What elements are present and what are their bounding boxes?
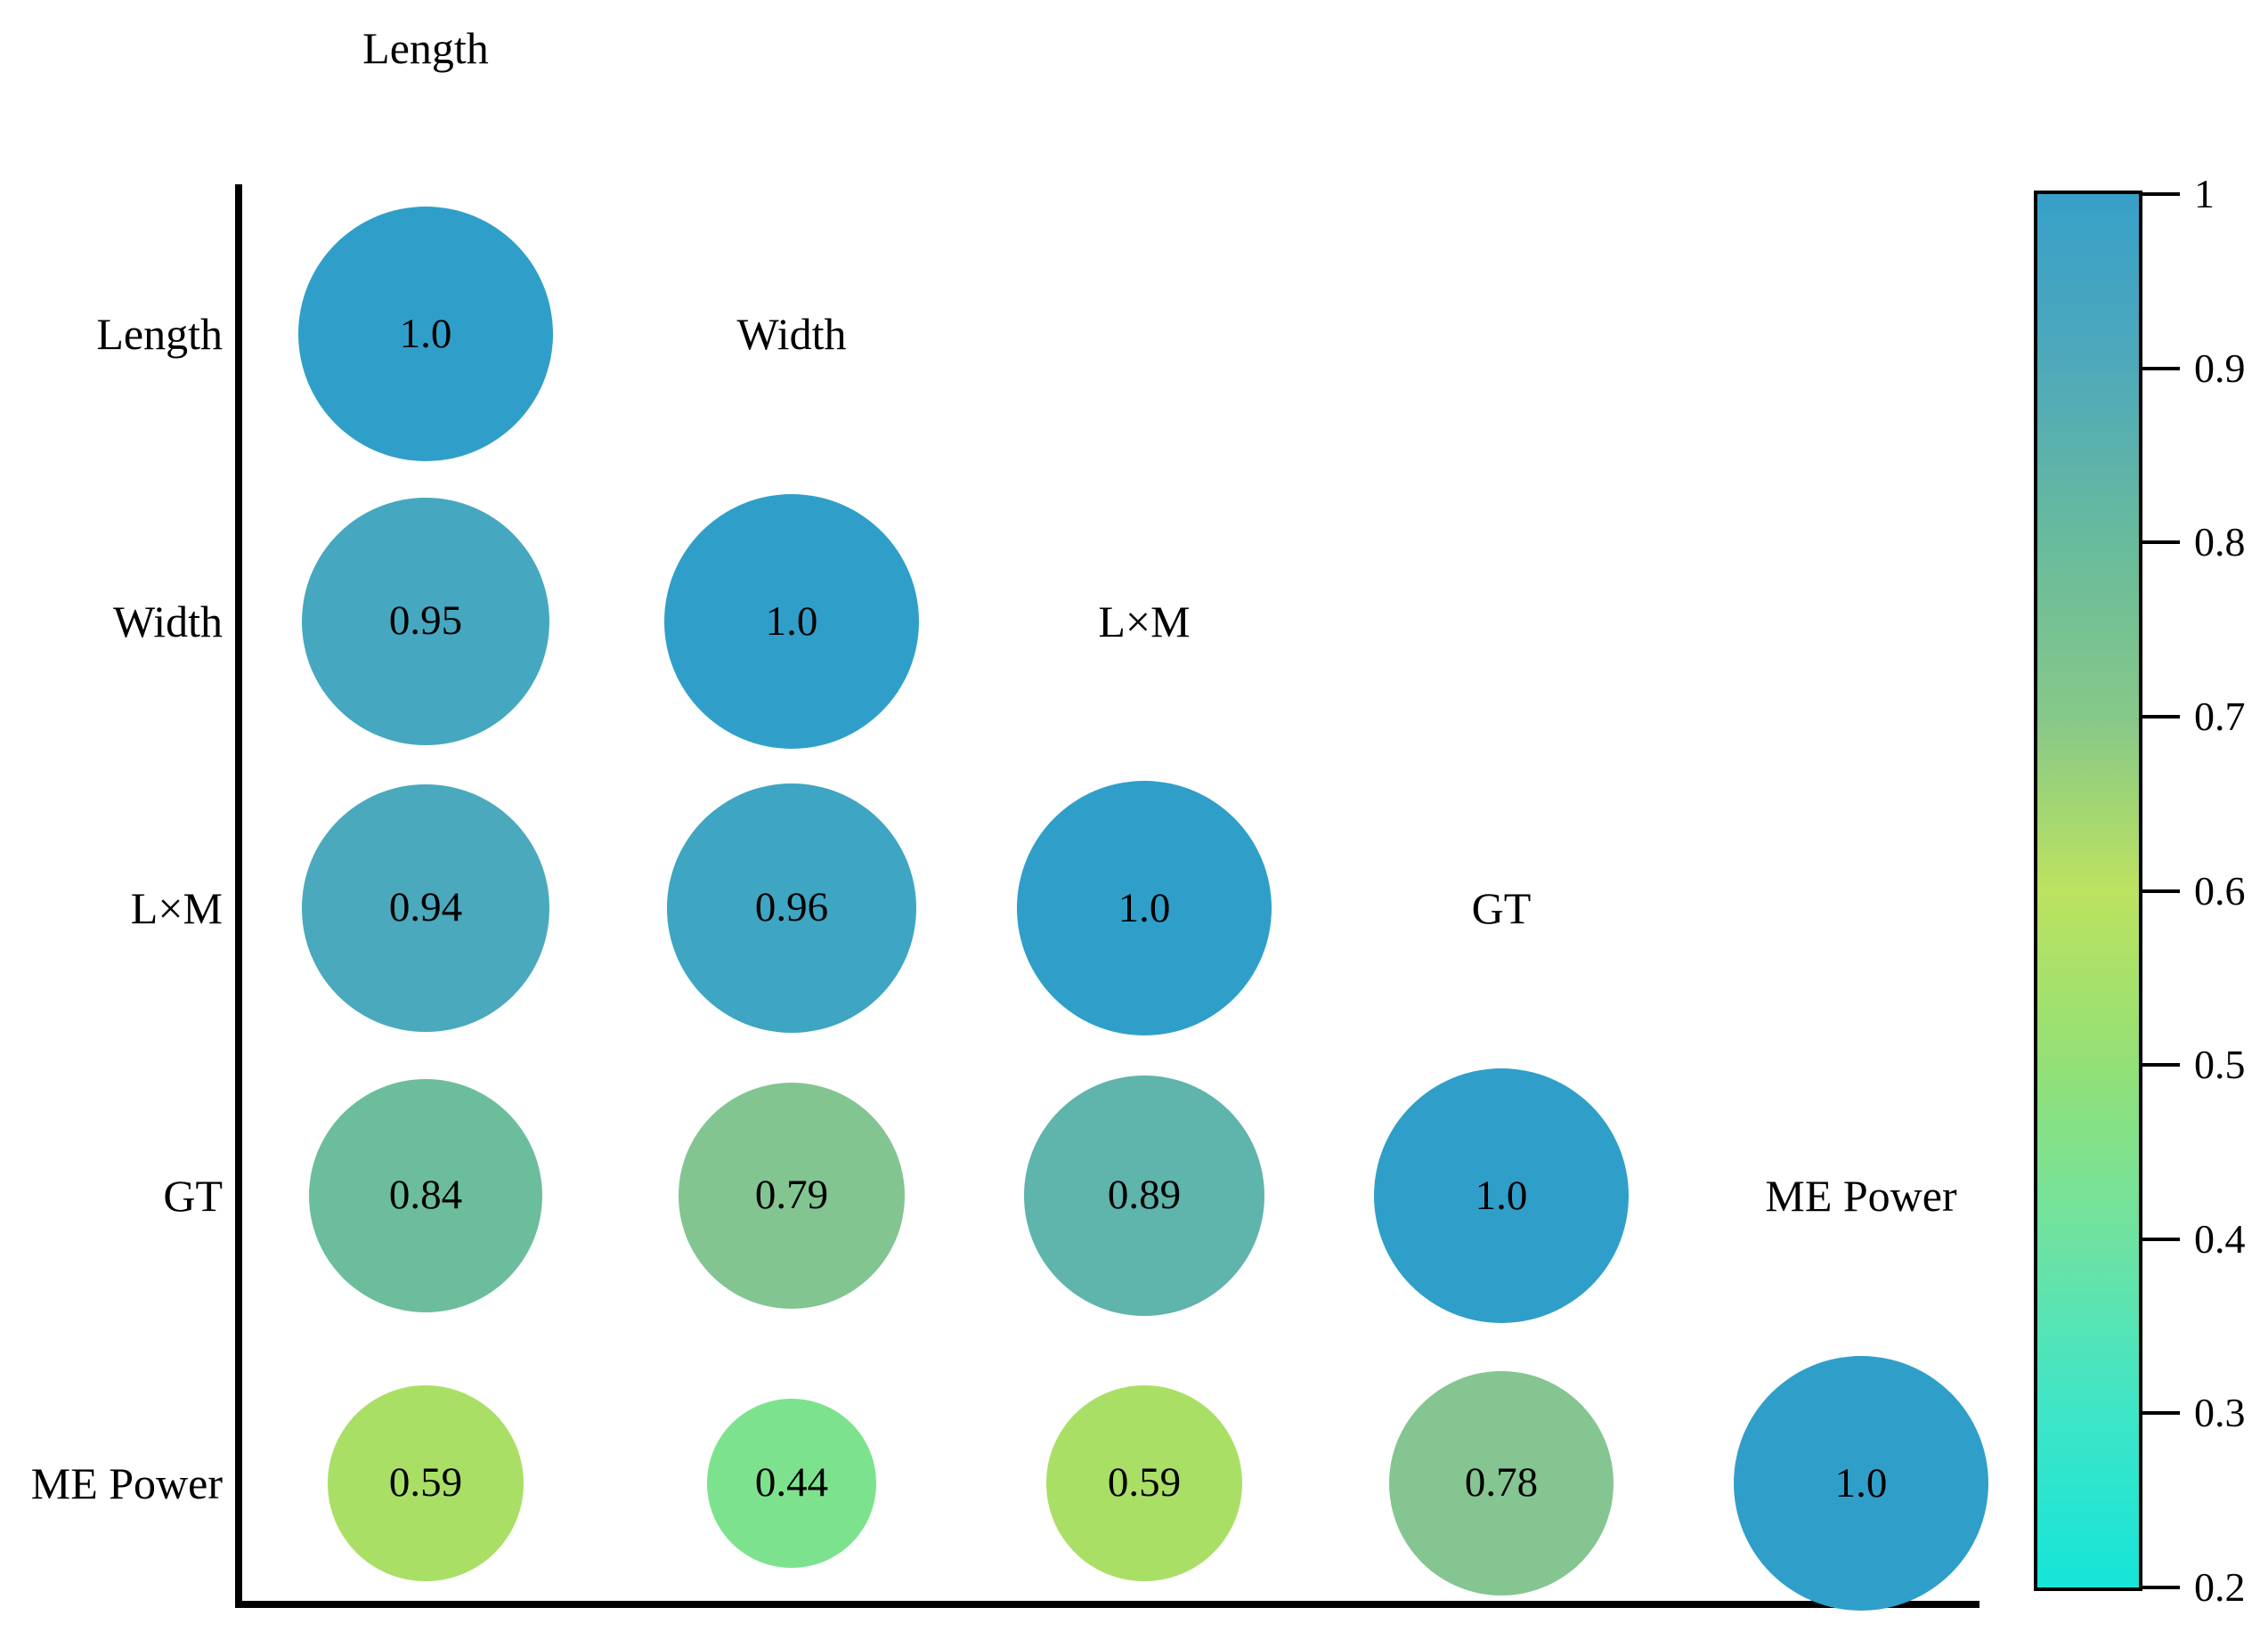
bubble-value: 1.0 [765, 597, 818, 645]
colorbar-tick [2139, 1586, 2180, 1589]
row-label-GT: GT [163, 1171, 223, 1221]
bubble-value: 0.84 [388, 1172, 463, 1219]
bubble-ME Power-L×M: 0.59 [1046, 1385, 1242, 1581]
colorbar-tick-label: 0.8 [2194, 519, 2246, 565]
colorbar-tick [2139, 714, 2180, 719]
row-label-L×M: L×M [130, 883, 223, 933]
colorbar-tick [2139, 889, 2180, 893]
colorbar-tick [2139, 540, 2180, 545]
bubble-value: 0.79 [754, 1172, 829, 1219]
bubble-Length-Length: 1.0 [298, 207, 553, 461]
bubble-ME Power-Length: 0.59 [328, 1385, 524, 1581]
colorbar-tick-label: 0.6 [2194, 867, 2246, 913]
bubble-L×M-L×M: 1.0 [1017, 781, 1272, 1035]
row-label-Length: Length [96, 309, 223, 359]
bubble-value: 0.59 [1107, 1459, 1182, 1506]
colorbar-tick [2139, 1063, 2180, 1068]
colorbar-tick-label: 0.4 [2194, 1215, 2246, 1262]
row-label-ME Power: ME Power [30, 1458, 223, 1508]
bubble-GT-GT: 1.0 [1374, 1068, 1629, 1323]
bubble-value: 0.44 [754, 1459, 829, 1506]
colorbar-tick-label: 0.3 [2194, 1390, 2246, 1436]
colorbar-tick-label: 0.5 [2194, 1042, 2246, 1088]
bubble-L×M-Width: 0.96 [666, 783, 917, 1034]
y-axis-line [235, 184, 242, 1608]
bubble-ME Power-ME Power: 1.0 [1734, 1356, 1988, 1611]
x-axis-line [235, 1601, 1979, 1608]
bubble-value: 1.0 [399, 310, 452, 357]
column-label-L×M: L×M [1098, 597, 1191, 646]
bubble-Width-Length: 0.95 [301, 497, 550, 746]
bubble-value: 1.0 [1834, 1459, 1888, 1506]
colorbar-tick [2139, 1411, 2180, 1416]
bubble-value: 0.59 [388, 1459, 463, 1506]
bubble-value: 0.95 [388, 597, 463, 645]
bubble-value: 0.96 [754, 884, 829, 931]
colorbar-tick [2139, 1237, 2180, 1241]
colorbar-tick [2139, 366, 2180, 370]
bubble-GT-Width: 0.79 [678, 1082, 906, 1310]
bubble-value: 0.94 [388, 884, 463, 931]
bubble-L×M-Length: 0.94 [302, 784, 549, 1032]
bubble-value: 0.89 [1107, 1172, 1182, 1219]
bubble-value: 1.0 [1118, 884, 1171, 931]
colorbar-tick [2139, 192, 2180, 196]
bubble-Width-Width: 1.0 [664, 494, 919, 749]
bubble-GT-L×M: 0.89 [1024, 1076, 1264, 1316]
colorbar-tick-label: 0.2 [2194, 1564, 2246, 1610]
row-label-Width: Width [113, 597, 223, 646]
bubble-value: 1.0 [1475, 1172, 1528, 1219]
column-label-ME Power: ME Power [1765, 1171, 1957, 1221]
bubble-value: 0.78 [1464, 1459, 1539, 1506]
colorbar-tick-label: 1 [2194, 171, 2215, 216]
bubble-ME Power-GT: 0.78 [1388, 1370, 1614, 1596]
bubble-ME Power-Width: 0.44 [707, 1399, 876, 1568]
column-label-Width: Width [736, 309, 847, 359]
column-label-Length: Length [362, 23, 489, 73]
column-label-GT: GT [1471, 883, 1532, 933]
colorbar [2034, 191, 2142, 1591]
colorbar-tick-label: 0.9 [2194, 345, 2246, 391]
colorbar-tick-label: 0.7 [2194, 693, 2246, 739]
bubble-GT-Length: 0.84 [308, 1078, 543, 1313]
